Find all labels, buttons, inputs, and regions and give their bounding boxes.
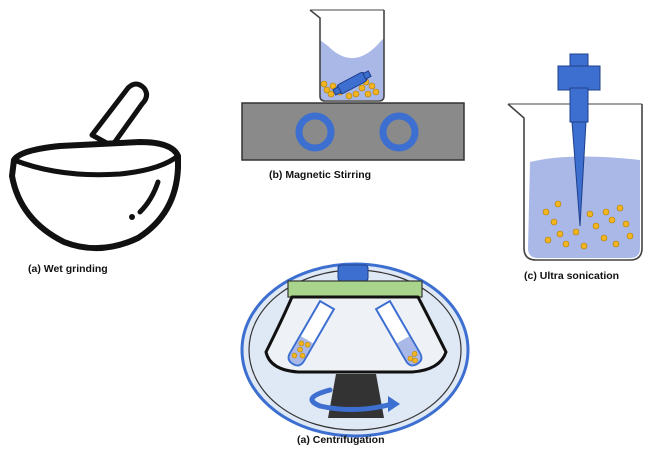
centrifuge-icon <box>240 262 470 438</box>
sonicator <box>507 53 643 261</box>
rotation-arrow-icon <box>309 387 400 413</box>
mortar-and-pestle-icon <box>9 81 181 252</box>
beaker-icon <box>309 9 385 102</box>
caption-centrifugation: (a) Centrifugation <box>297 434 385 446</box>
magnetic-stirrer <box>241 9 465 161</box>
magnet-right <box>379 112 419 152</box>
caption-magnetic-stirring: (b) Magnetic Stirring <box>269 169 372 181</box>
sonicator-probe-icon <box>557 53 601 227</box>
stir-plate <box>241 102 465 161</box>
magnet-left <box>295 112 335 152</box>
caption-wet-grinding: (a) Wet grinding <box>28 263 108 275</box>
caption-ultra-sonication: (c) Ultra sonication <box>524 270 620 282</box>
stir-bar-icon <box>332 70 372 96</box>
